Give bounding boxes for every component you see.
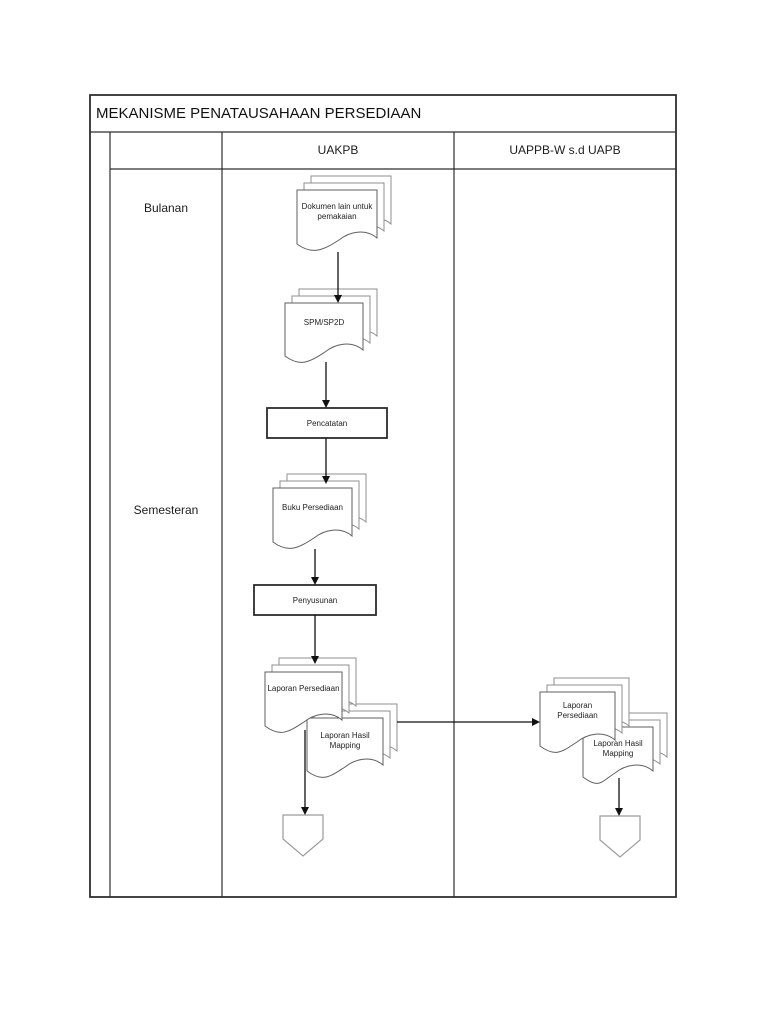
flow-arrows — [301, 252, 623, 816]
node-label-buku-persediaan: Buku Persediaan — [282, 503, 343, 512]
arrowhead-icon — [532, 718, 540, 726]
column-header-uappb: UAPPB-W s.d UAPB — [509, 143, 621, 157]
node-label-pencatatan: Pencatatan — [306, 418, 348, 428]
doc-front-sheet — [296, 189, 378, 251]
doc-stack-spm-sp2d — [284, 288, 378, 363]
offpage-connector-uappb — [599, 815, 641, 858]
column-header-uakpb: UAKPB — [317, 143, 359, 157]
doc-stack-buku-persediaan — [272, 473, 367, 549]
row-label-bulanan: Bulanan — [143, 201, 189, 215]
arrowhead-icon — [322, 476, 330, 484]
arrowhead-icon — [615, 808, 623, 816]
doc-stack-laporan-persediaan-uakpb — [264, 657, 357, 733]
doc-front-sheet — [539, 691, 616, 753]
doc-front-sheet — [284, 302, 364, 363]
arrowhead-icon — [311, 577, 319, 585]
arrowhead-icon — [334, 295, 342, 303]
doc-stack-dokumen-lain — [296, 175, 392, 251]
node-label-laporan-hasil-mapping-uakpb: Laporan Hasil Mapping — [320, 731, 370, 751]
doc-stack-laporan-hasil-mapping-uakpb — [306, 703, 398, 778]
doc-front-sheet — [582, 726, 654, 784]
doc-front-sheet — [306, 717, 384, 778]
node-label-dokumen-lain: Dokumen lain untuk pemakaian — [301, 202, 373, 222]
node-label-spm-sp2d: SPM/SP2D — [303, 318, 345, 327]
arrowhead-icon — [322, 400, 330, 408]
row-label-semesteran: Semesteran — [133, 503, 199, 517]
arrowhead-icon — [311, 656, 319, 664]
node-label-laporan-persediaan-uakpb: Laporan Persediaan — [267, 684, 340, 693]
doc-front-sheet — [264, 671, 343, 733]
doc-front-sheet — [272, 487, 353, 549]
node-label-penyusunan: Penyusunan — [292, 595, 338, 605]
process-box-pencatatan — [266, 407, 388, 439]
doc-stack-laporan-persediaan-uappb — [539, 677, 630, 753]
page-title: MEKANISME PENATAUSAHAAN PERSEDIAAN — [96, 105, 422, 122]
node-label-laporan-hasil-mapping-uappb: Laporan Hasil Mapping — [593, 739, 643, 759]
table-grid — [89, 94, 677, 898]
offpage-connector-uakpb — [282, 814, 324, 857]
arrowhead-icon — [301, 807, 309, 815]
table-outer-border — [89, 94, 677, 898]
node-label-laporan-persediaan-uappb: Laporan Persediaan — [557, 701, 598, 721]
